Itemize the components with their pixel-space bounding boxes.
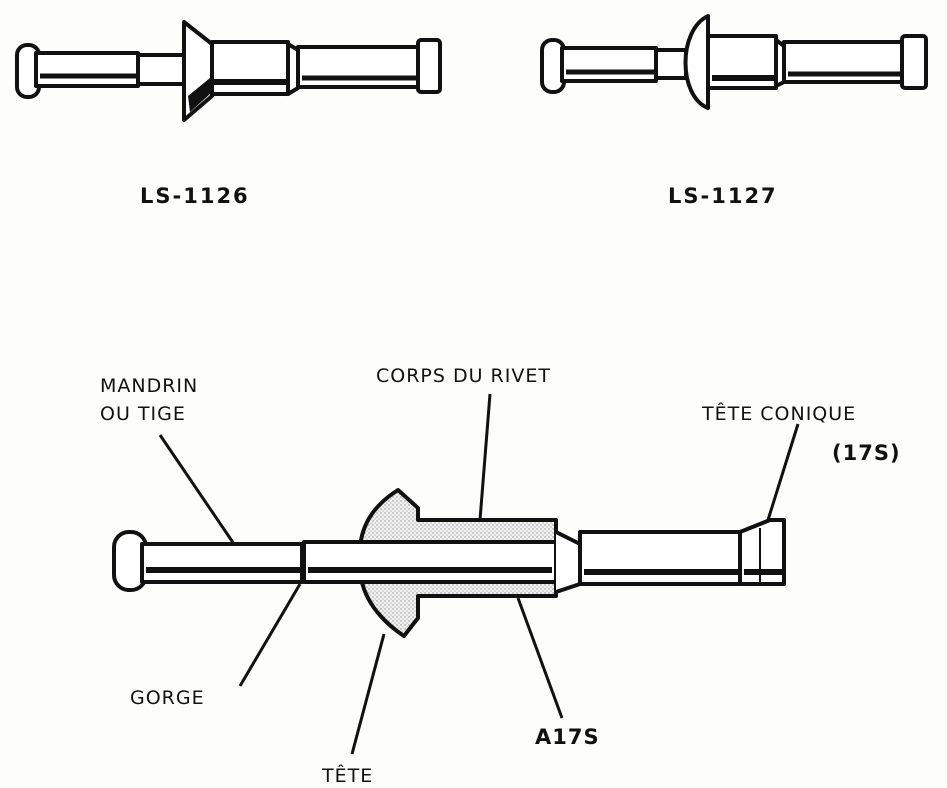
model-label-ls-1127: LS-1127 <box>668 184 778 208</box>
mandrel-shank <box>560 46 658 83</box>
label-mandrin: MANDRIN <box>100 375 198 397</box>
leader-lines <box>158 393 800 755</box>
round-head <box>683 14 710 110</box>
rivet-ls-1127-drawing <box>540 14 928 110</box>
countersunk-head <box>182 20 214 122</box>
rivet-body <box>210 40 290 96</box>
mandrel-tail <box>578 530 742 586</box>
label-corps-du-rivet: CORPS DU RIVET <box>376 365 551 387</box>
mandrel-taper <box>555 530 582 594</box>
tail-cap <box>416 38 442 94</box>
leader-a17s <box>516 597 564 719</box>
model-label-ls-1126: LS-1126 <box>140 184 250 208</box>
conical-head <box>738 518 786 586</box>
mandrel-shank <box>140 542 304 584</box>
rivet-cross-section <box>112 488 786 638</box>
mandrel-neck <box>654 48 688 80</box>
label-tete: TÊTE <box>321 764 373 787</box>
label-ou-tige: OU TIGE <box>100 403 186 425</box>
leader-tete-conique <box>766 423 800 521</box>
leader-gorge <box>238 583 302 687</box>
leader-tete <box>350 633 386 755</box>
mandrel-neck <box>136 53 188 86</box>
rivet-ls-1126-drawing <box>15 20 442 122</box>
tail-cap <box>900 34 928 90</box>
label-17s: (17S) <box>832 441 901 465</box>
mandrel-shank <box>34 51 140 88</box>
label-tete-conique: TÊTE CONIQUE <box>701 402 856 425</box>
label-a17s: A17S <box>535 725 600 749</box>
mandrel-through-body <box>302 540 558 584</box>
label-gorge: GORGE <box>130 687 205 709</box>
leader-corps <box>478 393 492 521</box>
mandrel-tail <box>296 45 420 89</box>
leader-mandrin <box>158 434 236 545</box>
